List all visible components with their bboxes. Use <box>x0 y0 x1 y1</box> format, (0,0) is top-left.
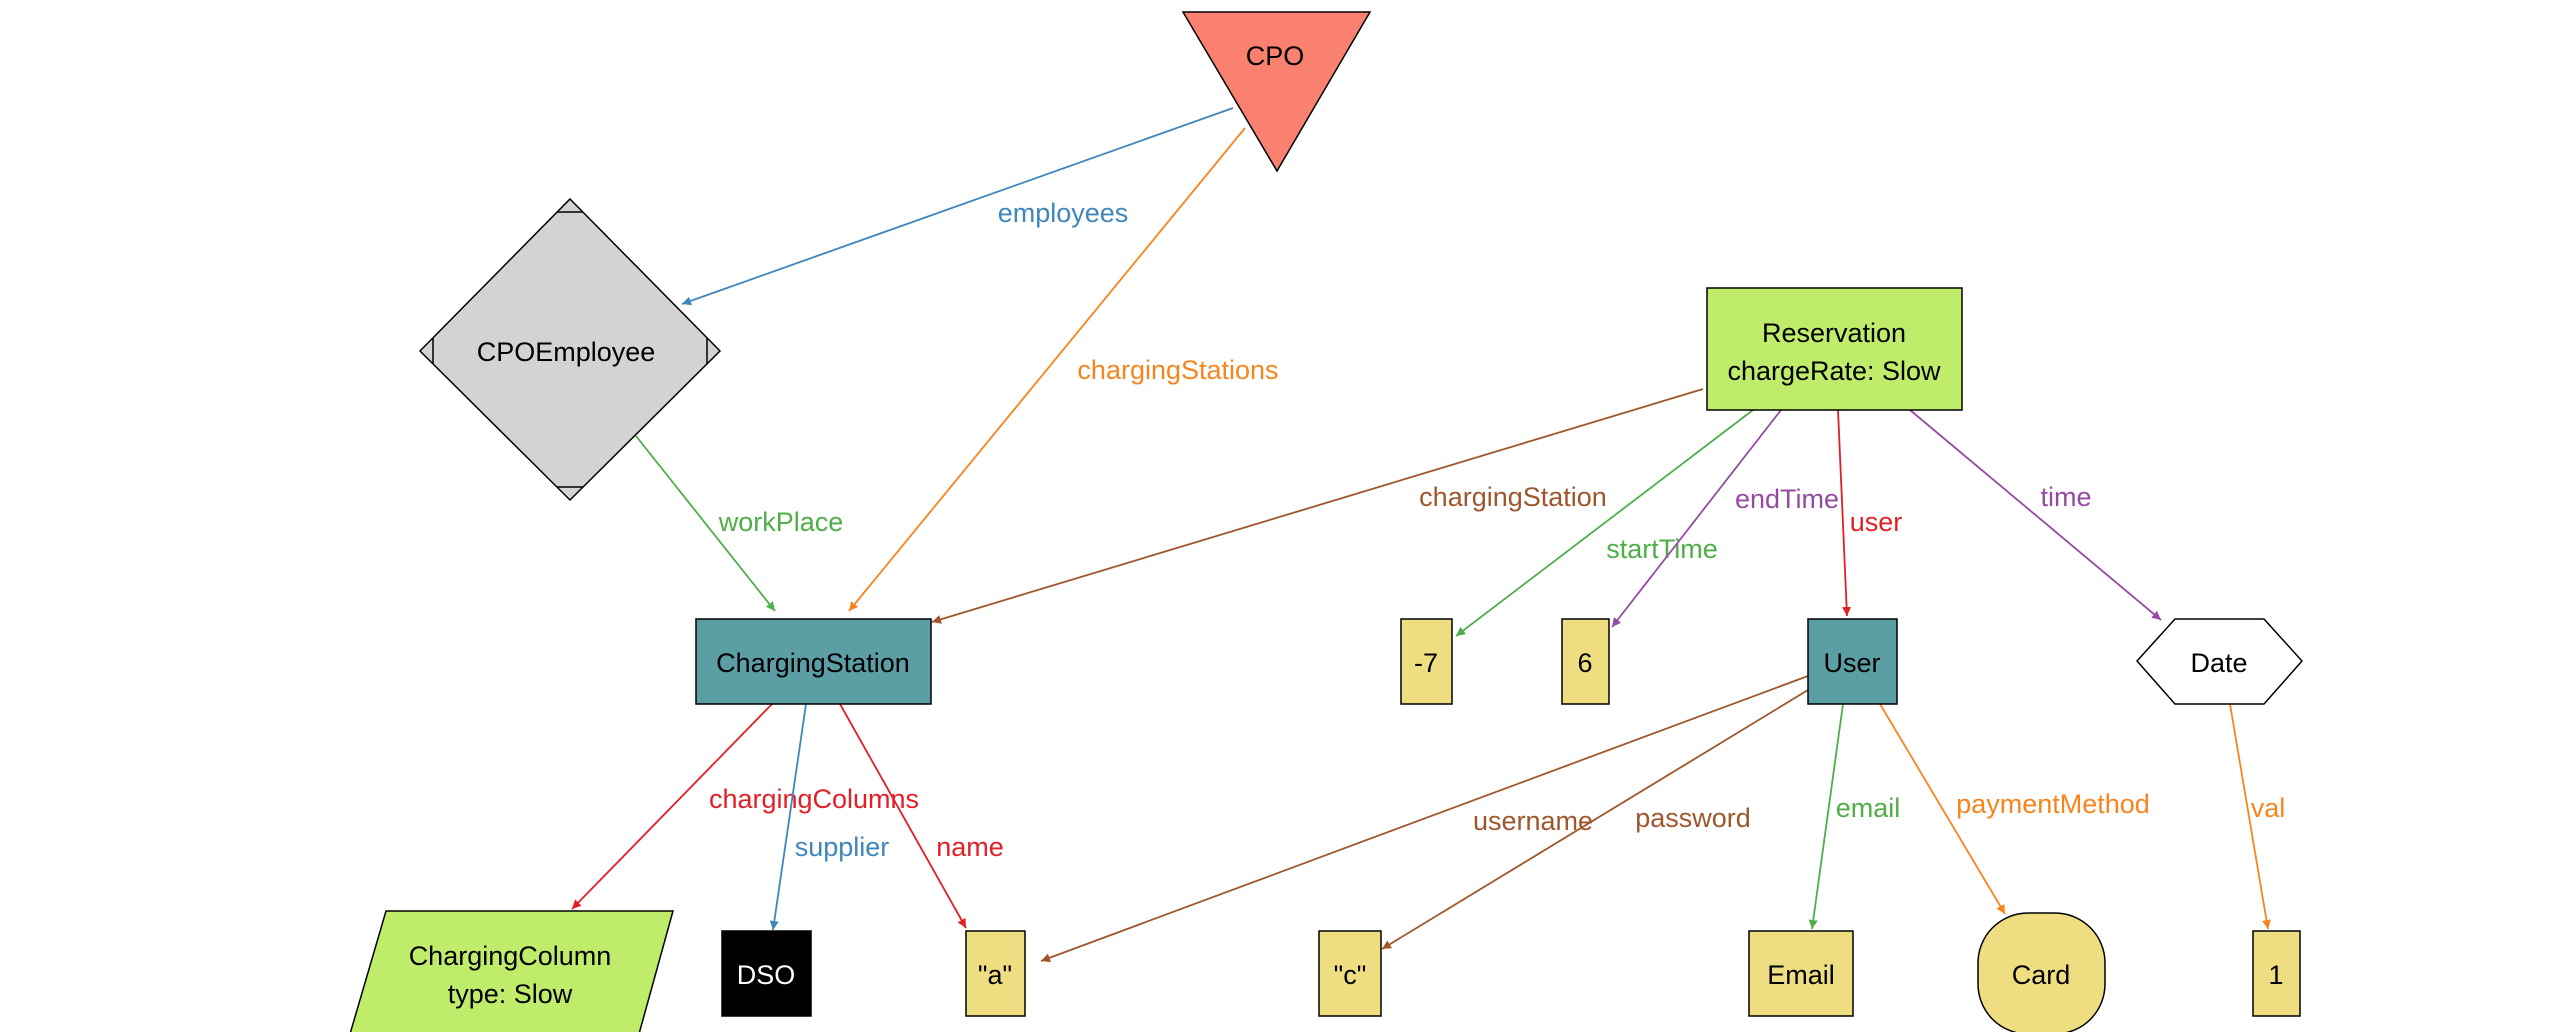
edge-name: name <box>839 703 1004 929</box>
edge-label-username: username <box>1473 806 1593 836</box>
edge-label-password: password <box>1635 803 1751 833</box>
node-c-literal-label: "c" <box>1334 960 1367 990</box>
node-card-label: Card <box>2012 960 2071 990</box>
node-one: 1 <box>2252 930 2301 1017</box>
edge-label-work-place: workPlace <box>718 507 844 537</box>
node-charging-column: ChargingColumn type: Slow <box>349 910 674 1032</box>
node-one-label: 1 <box>2268 960 2283 990</box>
node-minus-seven: -7 <box>1400 618 1453 705</box>
node-c-literal: "c" <box>1318 930 1382 1017</box>
edge-label-charging-station: chargingStation <box>1419 482 1607 512</box>
node-a-literal: "a" <box>965 930 1026 1017</box>
node-cpo-employee: CPOEmployee <box>418 197 722 502</box>
edge-val: val <box>2229 703 2286 930</box>
edge-work-place: workPlace <box>635 435 844 612</box>
edge-charging-station: chargingStation <box>931 388 1704 624</box>
edge-label-employees: employees <box>998 198 1129 228</box>
edge-time: time <box>1909 409 2162 621</box>
node-date: Date <box>2135 618 2304 705</box>
edge-user: user <box>1837 409 1903 617</box>
node-minus-seven-label: -7 <box>1414 648 1438 678</box>
edge-label-time: time <box>2040 482 2091 512</box>
node-reservation-title: Reservation <box>1762 318 1906 348</box>
edge-label-supplier: supplier <box>795 832 890 862</box>
node-cpo-employee-label: CPOEmployee <box>477 337 656 367</box>
edge-label-start-time: startTime <box>1606 534 1718 564</box>
node-charging-column-attr: type: Slow <box>448 979 573 1009</box>
edge-label-val: val <box>2251 793 2286 823</box>
node-cpo-label: CPO <box>1246 41 1305 71</box>
edge-employees: employees <box>681 107 1234 306</box>
node-reservation: Reservation chargeRate: Slow <box>1706 287 1963 411</box>
node-a-literal-label: "a" <box>978 960 1012 990</box>
edge-label-email: email <box>1836 793 1901 823</box>
edge-supplier: supplier <box>769 703 890 931</box>
node-charging-station-label: ChargingStation <box>716 648 910 678</box>
edge-charging-columns: chargingColumns <box>571 703 919 910</box>
edge-username: username <box>1040 675 1809 963</box>
edge-label-end-time: endTime <box>1735 484 1839 514</box>
edge-password: password <box>1381 689 1809 950</box>
node-email-label: Email <box>1767 960 1835 990</box>
edge-start-time: startTime <box>1455 409 1754 637</box>
node-charging-station: ChargingStation <box>695 618 932 705</box>
node-email: Email <box>1748 930 1854 1017</box>
edge-payment-method: paymentMethod <box>1879 703 2150 915</box>
edge-label-charging-columns: chargingColumns <box>709 784 919 814</box>
node-user: User <box>1807 618 1898 705</box>
node-dso: DSO <box>721 930 812 1017</box>
node-user-label: User <box>1823 648 1880 678</box>
node-dso-label: DSO <box>737 960 796 990</box>
node-reservation-attr: chargeRate: Slow <box>1727 356 1941 386</box>
edge-email: email <box>1808 703 1901 930</box>
edge-label-name: name <box>936 832 1004 862</box>
edge-charging-stations: chargingStations <box>848 127 1279 612</box>
node-card: Card <box>1977 912 2106 1032</box>
edge-label-payment-method: paymentMethod <box>1956 789 2150 819</box>
node-six: 6 <box>1561 618 1610 705</box>
edge-end-time: endTime <box>1611 409 1839 628</box>
node-six-label: 6 <box>1577 648 1592 678</box>
node-charging-column-title: ChargingColumn <box>409 941 612 971</box>
edge-label-charging-stations: chargingStations <box>1077 355 1278 385</box>
node-date-label: Date <box>2190 648 2247 678</box>
edge-label-user: user <box>1850 507 1903 537</box>
node-cpo: CPO <box>1181 11 1372 173</box>
